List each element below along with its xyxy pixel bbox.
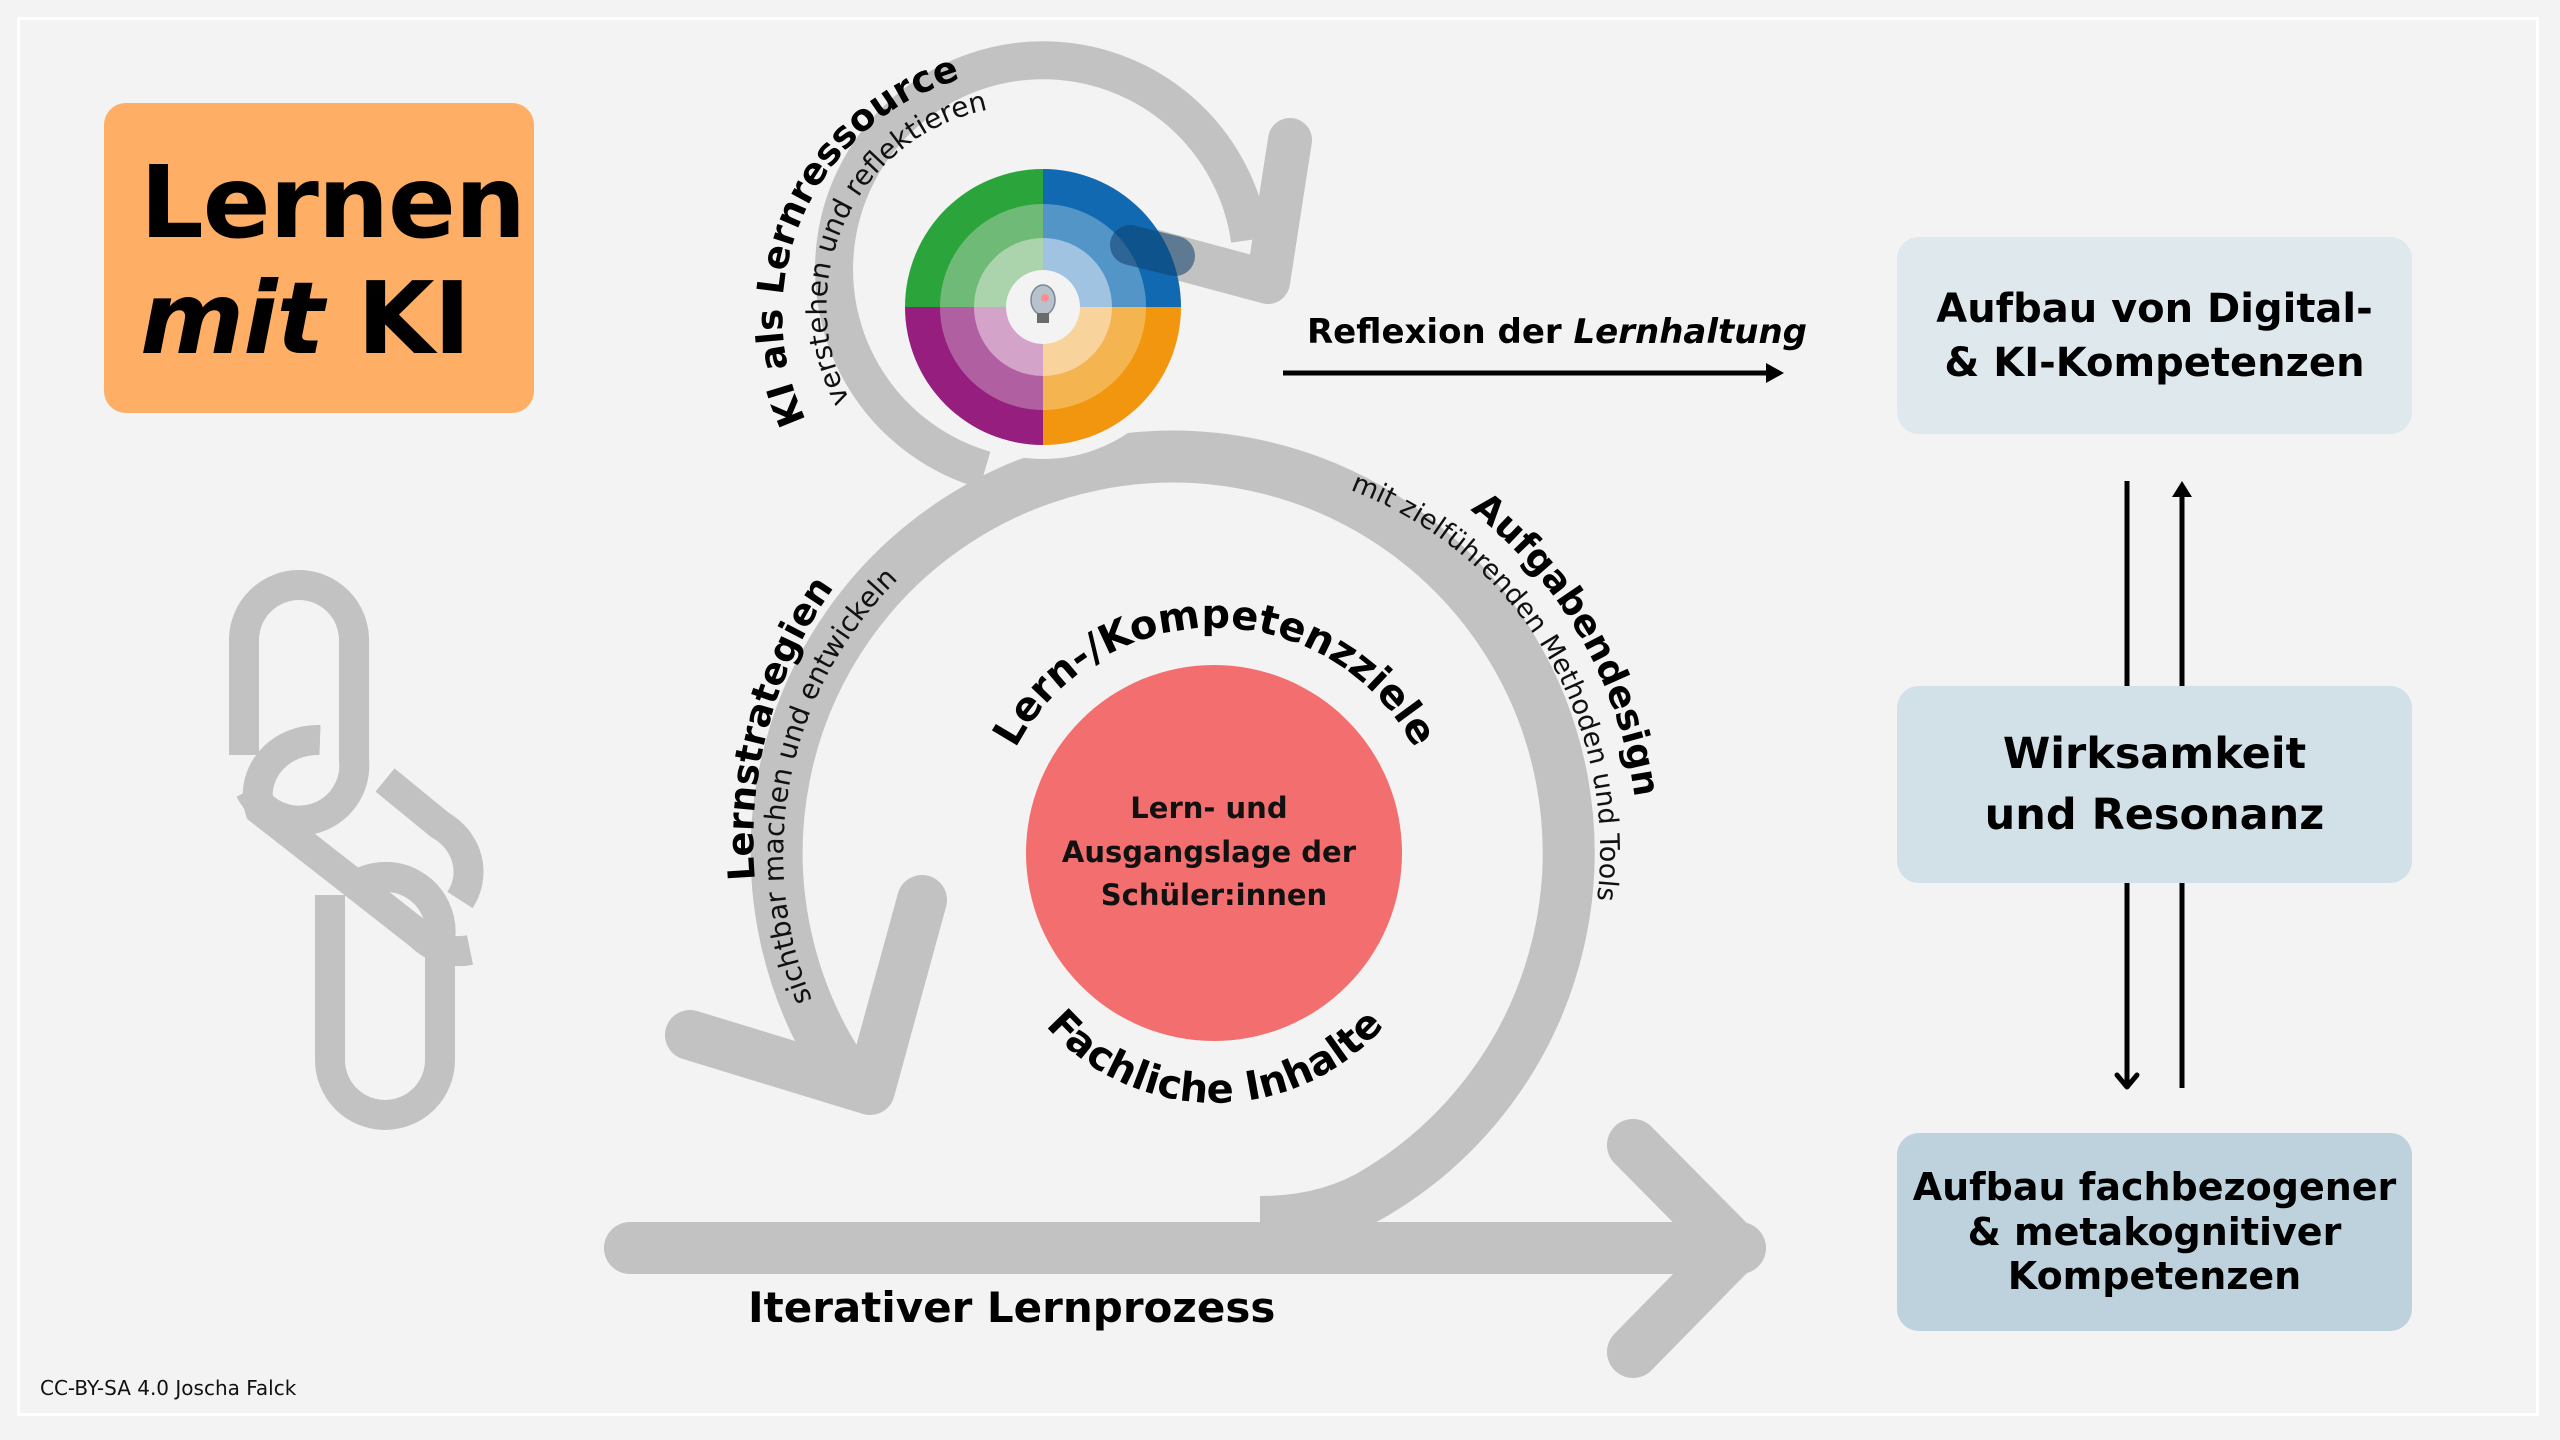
outcome-bottom-line-1: Aufbau fachbezogener [1912,1164,2397,1209]
reflexion-arrow [1283,363,1784,383]
license-footer: CC-BY-SA 4.0 Joscha Falck [40,1376,297,1400]
baseline-line-2: Ausgangslage der [1062,835,1357,869]
title-box: Lernen mit KI [104,103,534,413]
arrow-up-head [2172,481,2192,497]
label-reflexion-regular: Reflexion der [1307,312,1574,352]
title-rest: KI [323,260,471,377]
vertical-arrows-lower [2114,883,2185,1090]
title-line-1: Lernen [140,144,526,261]
label-reflexion-italic: Lernhaltung [1574,312,1808,352]
slide-frame [17,17,2539,1416]
label-iterativer-lernprozess: Iterativer Lernprozess [748,1283,1275,1332]
baseline-line-1: Lern- und [1130,791,1287,825]
chain-link-icon [229,570,484,1130]
vertical-arrows-upper [2124,481,2192,686]
outcome-middle-line-1: Wirksamkeit [2002,729,2307,780]
title-italic-word: mit [140,260,324,377]
learner-baseline-circle [1026,665,1402,1041]
title-line-2: mit KI [140,269,471,369]
learner-baseline-text: Lern- und Ausgangslage der Schüler:innen [1062,791,1366,912]
label-reflexion: Reflexion der Lernhaltung [1307,312,1807,352]
iterative-loop-arrow [604,430,1766,1378]
outcome-top-line-2: & KI-Kompetenzen [1944,339,2365,386]
arrow-overlap [1110,225,1195,276]
outcome-middle-line-2: und Resonanz [1984,789,2325,840]
outcome-wirksamkeit-resonanz: Wirksamkeit und Resonanz [1897,686,2412,883]
outcome-bottom-line-3: Kompetenzen [2007,1254,2302,1299]
outcome-bottom-line-2: & metakognitiver [1967,1209,2342,1254]
lightbulb-icon [1030,284,1056,323]
arrow-down-head [2114,1072,2140,1090]
outcome-top-line-1: Aufbau von Digital- [1936,285,2373,332]
outcome-digital-ki-kompetenzen: Aufbau von Digital- & KI-Kompetenzen [1897,237,2412,434]
baseline-line-3: Schüler:innen [1101,878,1327,912]
